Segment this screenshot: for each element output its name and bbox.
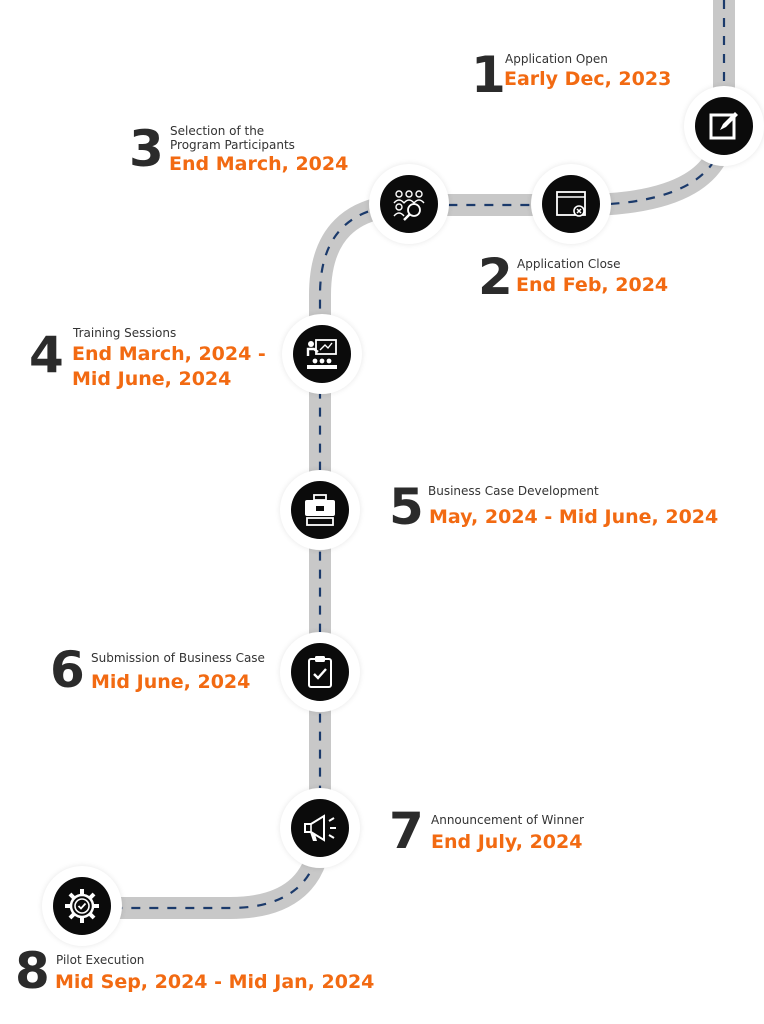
milestone-4-label: Training Sessions: [73, 326, 177, 340]
milestone-5-number: 5: [389, 478, 424, 536]
milestone-1-number: 1: [471, 46, 506, 104]
milestone-8-label: Pilot Execution: [56, 953, 145, 967]
milestone-4-date-line1: End March, 2024 -: [72, 343, 266, 365]
briefcase-icon: [305, 494, 335, 526]
milestone-3-label-line1: Selection of the: [170, 124, 265, 138]
milestone-3-label-line2: Program Participants: [170, 138, 295, 152]
milestone-8-number: 8: [15, 942, 50, 1000]
milestone-5-node: [280, 470, 360, 550]
clipboard-check-icon: [308, 656, 332, 688]
closed-window-icon: [556, 191, 586, 217]
milestone-6-node: [280, 632, 360, 712]
milestone-6-number: 6: [50, 641, 85, 699]
milestone-4-date-line2: Mid June, 2024: [72, 368, 232, 390]
milestone-1-label: Application Open: [505, 52, 608, 66]
milestone-7-date: End July, 2024: [431, 831, 583, 853]
milestone-4-number: 4: [29, 326, 64, 384]
milestone-5-label: Business Case Development: [428, 484, 599, 498]
milestone-3-node: [369, 164, 449, 244]
presentation-icon: [306, 339, 337, 369]
milestone-2-node: [531, 164, 611, 244]
milestone-2-date: End Feb, 2024: [516, 274, 669, 296]
milestone-7-node: [280, 788, 360, 868]
milestone-8-node: [42, 866, 122, 946]
milestone-3-number: 3: [129, 120, 164, 178]
gear-check-icon: [65, 889, 99, 923]
people-search-icon: [393, 190, 425, 221]
milestone-7-label: Announcement of Winner: [431, 813, 584, 827]
edit-box-icon: [709, 112, 738, 140]
milestone-8-date: Mid Sep, 2024 - Mid Jan, 2024: [55, 971, 375, 993]
milestone-1-date: Early Dec, 2023: [504, 68, 672, 90]
milestone-4-node: [282, 314, 362, 394]
milestone-2-label: Application Close: [517, 257, 621, 271]
milestone-2-number: 2: [478, 248, 513, 306]
megaphone-icon: [304, 814, 336, 842]
milestone-6-date: Mid June, 2024: [91, 671, 251, 693]
milestone-7-number: 7: [389, 802, 424, 860]
milestone-6-label: Submission of Business Case: [91, 651, 265, 665]
milestone-3-date: End March, 2024: [169, 153, 349, 175]
milestone-1-node: [684, 86, 764, 166]
milestone-5-date: May, 2024 - Mid June, 2024: [429, 506, 719, 528]
